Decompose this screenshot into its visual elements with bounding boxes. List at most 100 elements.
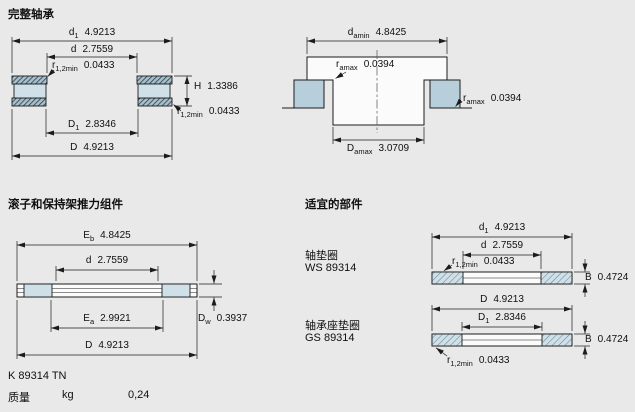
dim-label-Ea: Ea 2.9921 [83,313,131,326]
dim-label-Da-max: Damax 3.0709 [346,143,410,156]
dim-subscript: amax [339,63,358,72]
dim-subscript: 1,2min [55,64,78,73]
dim-label-Dw: Dw 0.3937 [198,313,248,326]
dim-symbol: D [70,142,78,153]
dim-label-gs-B: B 0.4724 [585,335,628,346]
dim-label-ws-r12: r1,2min 0.0433 [452,256,515,269]
dim-label-gs-r12: r1,2min 0.0433 [447,355,510,368]
dim-subscript: 1,2min [450,359,473,368]
housing-washer-name: 轴承座垫圈 [305,320,360,332]
dim-value: 2.7559 [82,44,114,55]
dim-value: 0.4724 [597,334,629,345]
dim-subscript: 1 [485,316,490,325]
mass-label: 质量 [8,392,30,404]
dim-value: 4.8425 [100,230,131,241]
dim-label-gs-D: D 4.9213 [480,295,524,306]
mass-unit: kg [62,389,74,401]
dim-symbol: r [52,60,56,71]
dim-value: 2.9921 [100,313,131,324]
dim-symbol: D [480,294,488,305]
dim-symbol: B [585,334,592,345]
dim-value: 2.7559 [97,255,129,266]
dim-symbol: r [336,59,340,70]
assembly-drawing [16,241,222,359]
housing-washer-designation: GS 89314 [305,332,355,344]
dim-label-r12-side: r1,2min 0.0433 [177,106,240,119]
dim-label-ws-d: d 2.7559 [481,241,523,252]
dim-label-gs-D1: D1 2.8346 [478,312,526,325]
dim-value: 0.0433 [483,256,515,267]
dim-label-ra-top: ramax 0.0394 [336,59,395,72]
dim-symbol: d [480,240,487,251]
dim-symbol: d [478,222,485,233]
dim-label-D: D 4.9213 [70,143,114,154]
dim-symbol: D [198,313,206,324]
dim-value: 0.0394 [363,59,395,70]
dim-value: 2.7559 [492,240,524,251]
dim-symbol: r [447,355,451,366]
dim-value: 3.0709 [378,143,410,154]
dim-symbol: d [70,44,77,55]
dim-label-r12-top: r1,2min 0.0433 [52,60,115,73]
dim-value: 0.4724 [597,272,629,283]
section-title-assembly: 滚子和保持架推力组件 [8,199,123,211]
bearing-designation: K 89314 TN [8,370,67,382]
abutment-drawing [282,37,472,144]
housing-washer-drawing [431,305,590,359]
dim-symbol: D [68,119,76,130]
dim-value: 0.0433 [83,60,115,71]
section-title-suitable-parts: 适宜的部件 [305,199,363,211]
dim-label-H: H 1.3386 [194,82,238,93]
dim-value: 4.9213 [98,340,129,351]
dim-symbol: D [478,312,486,323]
dim-symbol: D [85,340,93,351]
dim-label-assembly-d: d 2.7559 [86,256,128,267]
section-title-complete-bearing: 完整轴承 [8,9,54,21]
dim-value: 4.9213 [83,142,114,153]
dim-value: 0.0433 [208,106,240,117]
dim-subscript: amax [466,97,485,106]
dim-subscript: 1,2min [180,110,203,119]
dim-value: 4.9213 [84,27,116,38]
dim-label-assembly-D: D 4.9213 [85,341,129,352]
dim-value: 4.9213 [493,294,524,305]
dim-subscript: 1 [74,31,79,40]
dim-subscript: amin [353,31,370,40]
dim-symbol: d [347,27,354,38]
dim-value: 2.8346 [85,119,116,130]
dim-subscript: amax [354,147,373,156]
shaft-washer-name: 轴垫圈 [305,250,338,262]
complete-bearing-drawing [11,37,192,160]
dim-value: 4.9213 [494,222,526,233]
dim-value: 0.0433 [478,355,510,366]
dim-symbol: r [177,106,181,117]
dim-symbol: d [85,255,92,266]
dim-symbol: B [585,272,592,283]
dim-symbol: H [194,81,202,92]
dim-label-d: d 2.7559 [71,45,113,56]
dim-symbol: E [83,313,90,324]
dim-symbol: E [83,230,90,241]
dim-label-D1: D1 2.8346 [68,119,116,132]
dim-symbol: d [68,27,75,38]
dim-value: 1.3386 [207,81,238,92]
dim-symbol: r [452,256,456,267]
dim-label-Eb: Eb 4.8425 [83,230,131,243]
shaft-washer-drawing [431,233,590,297]
dim-label-d1: d1 4.9213 [68,27,116,40]
dim-subscript: w [205,317,211,326]
mass-value: 0,24 [128,389,150,401]
dim-symbol: D [346,143,355,154]
dim-subscript: 1,2min [455,260,478,269]
dim-subscript: a [89,317,95,326]
dim-value: 2.8346 [495,312,526,323]
dim-value: 0.3937 [216,313,248,324]
dim-subscript: 1 [75,123,80,132]
dim-subscript: b [89,234,95,243]
dim-value: 0.0394 [490,93,522,104]
